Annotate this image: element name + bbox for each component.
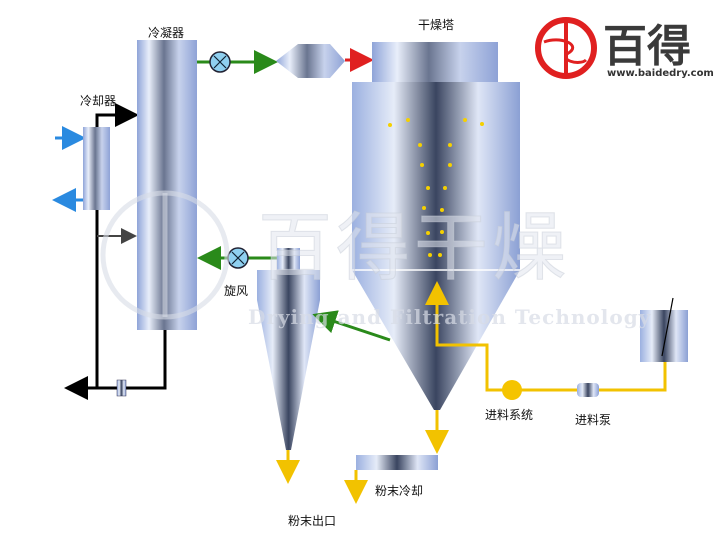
- feed-line: [425, 281, 667, 392]
- cyclone: [257, 248, 320, 450]
- watermark-subtitle: Drying and Filtration Technology: [248, 305, 652, 329]
- label-powder-outlet: 粉末出口: [288, 514, 337, 528]
- label-drying-tower: 干燥塔: [418, 18, 455, 32]
- logo-icon: [535, 17, 597, 79]
- agitator: [661, 297, 674, 357]
- spray-droplets: [388, 118, 484, 257]
- watermark-text: 百得干燥: [258, 205, 570, 292]
- fan-icon: [209, 51, 231, 73]
- valve: [116, 379, 127, 397]
- tower-to-cyclone-arrow: [312, 310, 391, 342]
- label-condenser: 冷凝器: [148, 26, 185, 40]
- label-cooler: 冷却器: [80, 94, 117, 108]
- label-feed-system: 进料系统: [485, 408, 534, 422]
- label-powder-cooling: 粉末冷却: [375, 484, 424, 498]
- label-cyclone: 旋风: [224, 284, 249, 298]
- feed-system-node: [502, 380, 522, 400]
- feed-pump: [577, 383, 599, 397]
- feed-tank: [640, 310, 688, 362]
- cooler: [83, 127, 110, 210]
- label-feed-pump: 进料泵: [575, 413, 612, 427]
- powder-cooler: [356, 455, 438, 470]
- watermark-logo-icon: [100, 190, 230, 320]
- fan-icon: [227, 247, 249, 269]
- logo-name: 百得: [603, 21, 691, 72]
- logo-url[interactable]: www.baidedry.com: [607, 68, 714, 79]
- heater: [276, 44, 345, 78]
